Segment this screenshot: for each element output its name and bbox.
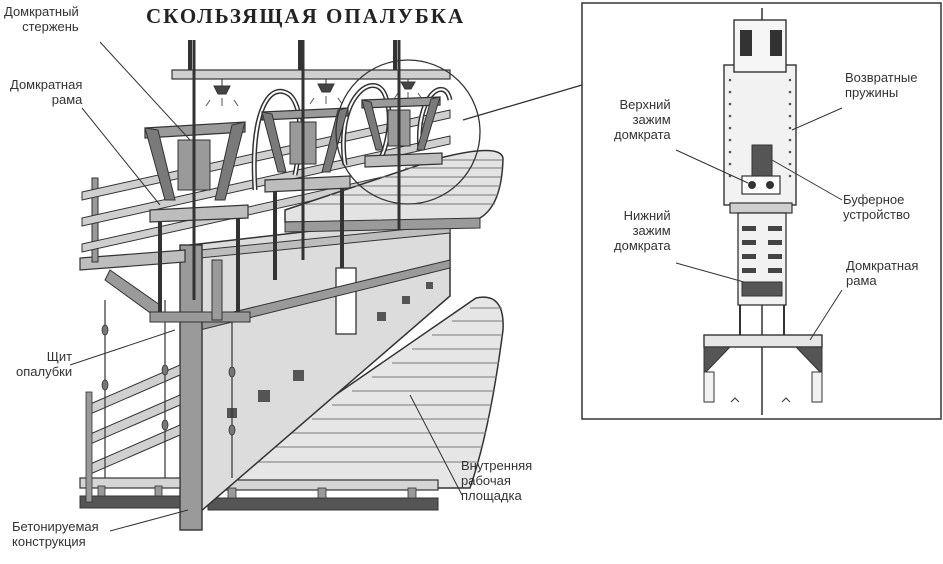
suspended-scaffold: [79, 300, 236, 509]
right-leader-lines: [675, 107, 843, 341]
jack-frames: [144, 40, 443, 320]
jack-detail-panel: [581, 2, 942, 420]
concrete-wall: [179, 214, 451, 531]
left-leader-lines: [69, 41, 463, 532]
upper-working-deck: [284, 149, 504, 233]
detail-callout: [335, 59, 583, 205]
outer-platform-frame: [149, 259, 251, 323]
diagram-title: СКОЛЬЗЯЩАЯ ОПАЛУБКА: [146, 4, 466, 28]
top-lighting-frame: [171, 40, 453, 191]
inner-platform-floor: [207, 296, 504, 511]
